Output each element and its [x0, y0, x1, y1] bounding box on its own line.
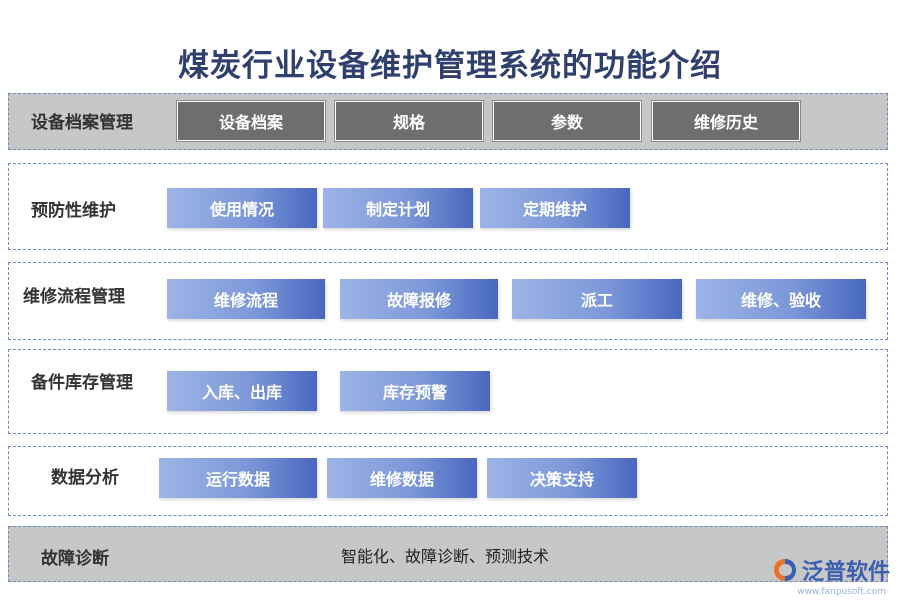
section-data-analysis: 数据分析 运行数据 维修数据 决策支持 — [8, 446, 888, 516]
section-fault-diagnosis: 故障诊断 智能化、故障诊断、预测技术 — [8, 526, 888, 582]
box-stock-in-out: 入库、出库 — [167, 371, 317, 411]
fanpu-logo-icon — [773, 559, 796, 581]
box-repair-data: 维修数据 — [327, 458, 477, 498]
section-label: 设备档案管理 — [31, 113, 133, 133]
box-make-plan: 制定计划 — [323, 188, 473, 228]
box-operation-data: 运行数据 — [159, 458, 317, 498]
box-dispatch: 派工 — [512, 279, 682, 319]
box-equipment-archive: 设备档案 — [176, 100, 326, 142]
box-fault-report: 故障报修 — [340, 279, 498, 319]
box-specification: 规格 — [334, 100, 484, 142]
box-parameters: 参数 — [492, 100, 642, 142]
diagnosis-description: 智能化、故障诊断、预测技术 — [341, 547, 550, 566]
logo-url: www.fanpusoft.com — [797, 587, 886, 597]
box-repair-acceptance: 维修、验收 — [696, 279, 866, 319]
box-regular-maintenance: 定期维护 — [480, 188, 630, 228]
brand-logo: 泛普软件 — [772, 554, 890, 586]
section-label: 故障诊断 — [41, 549, 109, 569]
box-inventory-alert: 库存预警 — [340, 371, 490, 411]
logo-name: 泛普软件 — [801, 560, 890, 585]
section-label: 备件库存管理 — [31, 373, 133, 393]
section-label: 预防性维护 — [31, 201, 116, 221]
box-repair-history: 维修历史 — [651, 100, 801, 142]
box-usage-status: 使用情况 — [167, 188, 317, 228]
page-title: 煤炭行业设备维护管理系统的功能介绍 — [178, 48, 722, 84]
section-repair-process: 维修流程管理 维修流程 故障报修 派工 维修、验收 — [8, 262, 888, 340]
box-repair-process: 维修流程 — [167, 279, 325, 319]
section-equipment-archive: 设备档案管理 设备档案 规格 参数 维修历史 — [8, 93, 888, 150]
section-label: 维修流程管理 — [23, 287, 125, 307]
section-spare-parts: 备件库存管理 入库、出库 库存预警 — [8, 349, 888, 434]
section-preventive-maintenance: 预防性维护 使用情况 制定计划 定期维护 — [8, 163, 888, 250]
box-decision-support: 决策支持 — [487, 458, 637, 498]
section-label: 数据分析 — [51, 468, 119, 488]
